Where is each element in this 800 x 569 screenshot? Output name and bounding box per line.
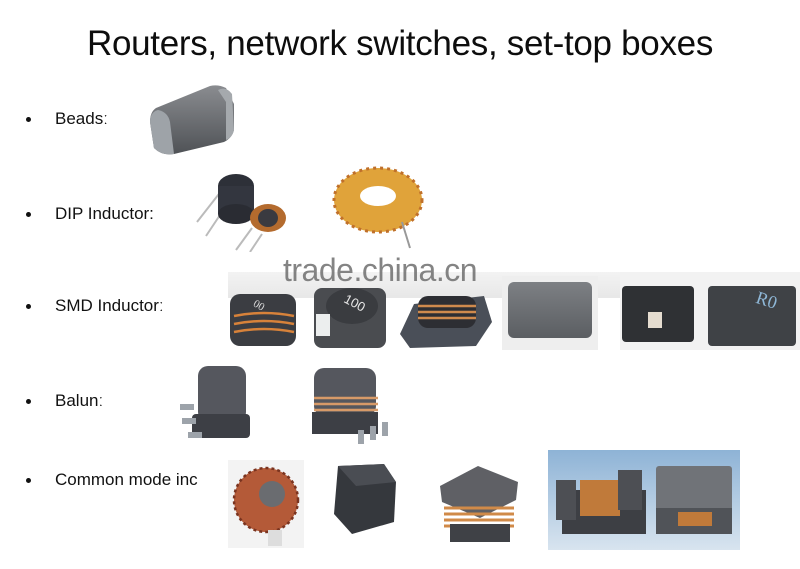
balun-image-2 <box>312 368 388 444</box>
toroid-choke-image <box>228 460 304 548</box>
smd-inductor-image-2: 100 <box>314 288 386 348</box>
smd-shielded-inductor-image <box>502 276 598 350</box>
bullet-label: Common mode inc <box>55 470 198 489</box>
bullet-dot <box>26 116 31 122</box>
bullet-smd-inductor: SMD Inductorː <box>26 296 164 316</box>
bullet-dot <box>26 211 31 217</box>
slide-title: Routers, network switches, set-top boxes <box>86 24 714 63</box>
bullet-label: DIP Inductor: <box>55 204 154 223</box>
bullet-dip-inductor: DIP Inductor: <box>26 204 154 224</box>
bullet-dot <box>26 303 31 309</box>
common-mode-choke-wound-image <box>440 466 518 542</box>
watermark-text: trade.china.cn <box>283 252 478 288</box>
radial-inductors-image <box>196 174 286 252</box>
balun-image-1 <box>180 366 250 438</box>
toroid-inductor-image <box>332 166 424 249</box>
common-mode-choke-black-image <box>334 464 396 534</box>
bullet-beads: Beadsː <box>26 109 108 129</box>
bullet-dot <box>26 398 31 404</box>
common-mode-chokes-blue-image <box>548 450 740 550</box>
ferrite-bead-image <box>150 85 234 155</box>
bullet-common-mode: Common mode inc <box>26 470 198 490</box>
smd-molded-inductors-image: R0 <box>620 272 800 350</box>
bullet-label: SMD Inductorː <box>55 296 164 315</box>
bullet-balun: Balunː <box>26 391 103 411</box>
smd-inductor-image-1: 00 <box>230 294 296 346</box>
smd-inductor-image-3 <box>400 296 492 348</box>
bullet-label: Balunː <box>55 391 104 410</box>
bullet-dot <box>26 477 31 483</box>
bullet-label: Beadsː <box>55 109 108 128</box>
